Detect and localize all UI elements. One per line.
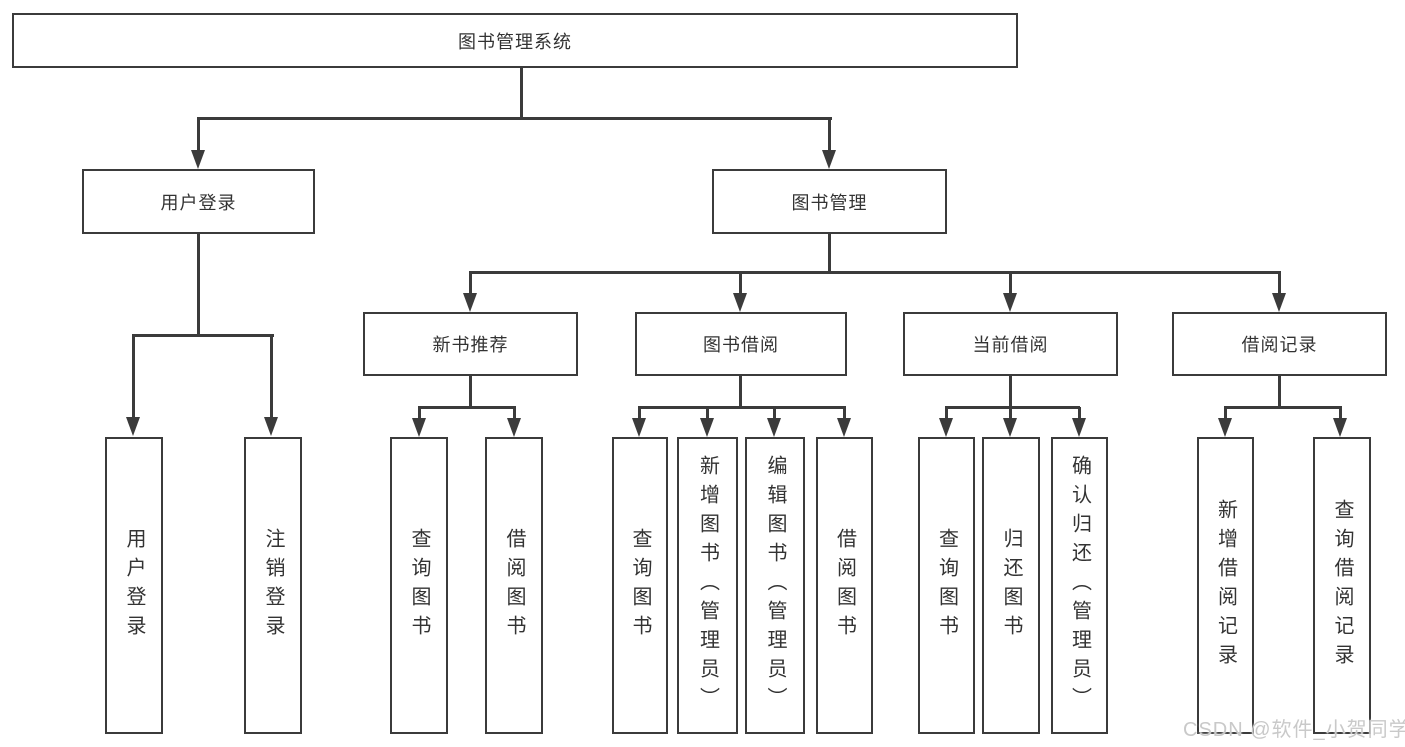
arrow-down-icon bbox=[1003, 293, 1017, 312]
leaf-query-books-borrowing: 查询图书 bbox=[612, 437, 668, 734]
connector-to-leaf-logout bbox=[270, 335, 273, 418]
connector-to-new-books bbox=[469, 272, 472, 294]
leaf-add-books-admin: 新增图书（管理员） bbox=[677, 437, 738, 734]
arrow-down-icon bbox=[507, 418, 521, 437]
connector-to-user-login bbox=[197, 118, 200, 152]
leaf-label: 确认归还（管理员） bbox=[1068, 455, 1091, 716]
leaf-label: 查询图书 bbox=[629, 527, 651, 644]
leaf-label: 新增图书（管理员） bbox=[696, 455, 719, 716]
leaf-return-books: 归还图书 bbox=[982, 437, 1040, 734]
connector-leaf bbox=[1009, 407, 1012, 419]
leaf-label: 新增借阅记录 bbox=[1214, 498, 1237, 673]
leaf-query-books-recommend: 查询图书 bbox=[390, 437, 448, 734]
arrow-down-icon bbox=[939, 418, 953, 437]
arrow-down-icon bbox=[412, 418, 426, 437]
leaf-add-borrow-record: 新增借阅记录 bbox=[1197, 437, 1254, 734]
node-label: 图书管理 bbox=[791, 192, 868, 213]
connector-leaf bbox=[1078, 407, 1081, 419]
connector-leaf bbox=[1339, 407, 1342, 419]
connector-leaf bbox=[706, 407, 709, 419]
connector-leaf bbox=[638, 407, 641, 419]
connector-borrowing-stem bbox=[739, 376, 742, 407]
leaf-label: 编辑图书（管理员） bbox=[764, 455, 786, 716]
arrow-down-icon bbox=[837, 418, 851, 437]
leaf-label: 借阅图书 bbox=[503, 527, 525, 644]
connector-to-leaf-login bbox=[132, 335, 135, 418]
arrow-down-icon bbox=[822, 150, 836, 169]
arrow-down-icon bbox=[632, 418, 646, 437]
node-label: 当前借阅 bbox=[972, 335, 1049, 355]
connector-leaf bbox=[418, 407, 421, 419]
arrow-down-icon bbox=[1218, 418, 1232, 437]
connector-root-stem bbox=[520, 68, 523, 118]
node-label: 借阅记录 bbox=[1241, 335, 1318, 355]
csdn-watermark: CSDN @软件_小贺同学 bbox=[1183, 719, 1405, 741]
leaf-label: 查询图书 bbox=[408, 527, 430, 644]
leaf-query-borrow-record: 查询借阅记录 bbox=[1313, 437, 1371, 734]
leaf-label: 用户登录 bbox=[123, 527, 145, 644]
node-label: 用户登录 bbox=[160, 192, 237, 213]
node-book-management: 图书管理 bbox=[712, 169, 947, 234]
connector-to-book-borrowing bbox=[739, 272, 742, 294]
connector-leaf bbox=[945, 407, 948, 419]
arrow-down-icon bbox=[1072, 418, 1086, 437]
arrow-down-icon bbox=[463, 293, 477, 312]
leaf-confirm-return-admin: 确认归还（管理员） bbox=[1051, 437, 1108, 734]
arrow-down-icon bbox=[767, 418, 781, 437]
node-label: 新书推荐 bbox=[432, 335, 509, 355]
connector-userlogin-stem bbox=[197, 234, 200, 335]
arrow-down-icon bbox=[1333, 418, 1347, 437]
connector-current-stem bbox=[1009, 376, 1012, 407]
connector-userlogin-crossbar bbox=[132, 334, 274, 337]
arrow-down-icon bbox=[264, 417, 278, 436]
leaf-edit-books-admin: 编辑图书（管理员） bbox=[745, 437, 805, 734]
connector-bookmgmt-stem bbox=[828, 234, 831, 272]
arrow-down-icon bbox=[191, 150, 205, 169]
node-label: 图书借阅 bbox=[703, 335, 779, 355]
arrow-down-icon bbox=[1003, 418, 1017, 437]
node-book-borrowing: 图书借阅 bbox=[635, 312, 847, 376]
connector-records-crossbar bbox=[1224, 406, 1342, 409]
connector-borrowing-crossbar bbox=[638, 406, 846, 409]
node-label: 图书管理系统 bbox=[458, 31, 572, 52]
node-root-library-system: 图书管理系统 bbox=[12, 13, 1018, 68]
connector-to-borrow-records bbox=[1278, 272, 1281, 294]
connector-leaf bbox=[513, 407, 516, 419]
leaf-label: 查询图书 bbox=[935, 527, 958, 644]
node-new-book-recommend: 新书推荐 bbox=[363, 312, 578, 376]
leaf-query-books-current: 查询图书 bbox=[918, 437, 975, 734]
node-borrow-records: 借阅记录 bbox=[1172, 312, 1387, 376]
leaf-label: 查询借阅记录 bbox=[1331, 498, 1353, 673]
connector-records-stem bbox=[1278, 376, 1281, 407]
connector-root-crossbar bbox=[197, 117, 832, 120]
connector-to-current-borrowing bbox=[1009, 272, 1012, 294]
arrow-down-icon bbox=[1272, 293, 1286, 312]
connector-newbooks-crossbar bbox=[418, 406, 516, 409]
node-user-login: 用户登录 bbox=[82, 169, 315, 234]
leaf-user-login: 用户登录 bbox=[105, 437, 163, 734]
arrow-down-icon bbox=[126, 417, 140, 436]
arrow-down-icon bbox=[733, 293, 747, 312]
connector-leaf bbox=[843, 407, 846, 419]
connector-to-book-management bbox=[828, 118, 831, 152]
connector-leaf bbox=[1224, 407, 1227, 419]
arrow-down-icon bbox=[700, 418, 714, 437]
leaf-borrow-books-recommend: 借阅图书 bbox=[485, 437, 543, 734]
connector-newbooks-stem bbox=[469, 376, 472, 407]
node-current-borrowing: 当前借阅 bbox=[903, 312, 1118, 376]
leaf-label: 注销登录 bbox=[262, 527, 284, 644]
leaf-borrow-books-borrowing: 借阅图书 bbox=[816, 437, 873, 734]
connector-leaf bbox=[773, 407, 776, 419]
leaf-label: 借阅图书 bbox=[833, 527, 856, 644]
connector-current-crossbar bbox=[945, 406, 1080, 409]
connector-bookmgmt-crossbar bbox=[469, 271, 1281, 274]
leaf-logout: 注销登录 bbox=[244, 437, 302, 734]
leaf-label: 归还图书 bbox=[1000, 527, 1022, 644]
